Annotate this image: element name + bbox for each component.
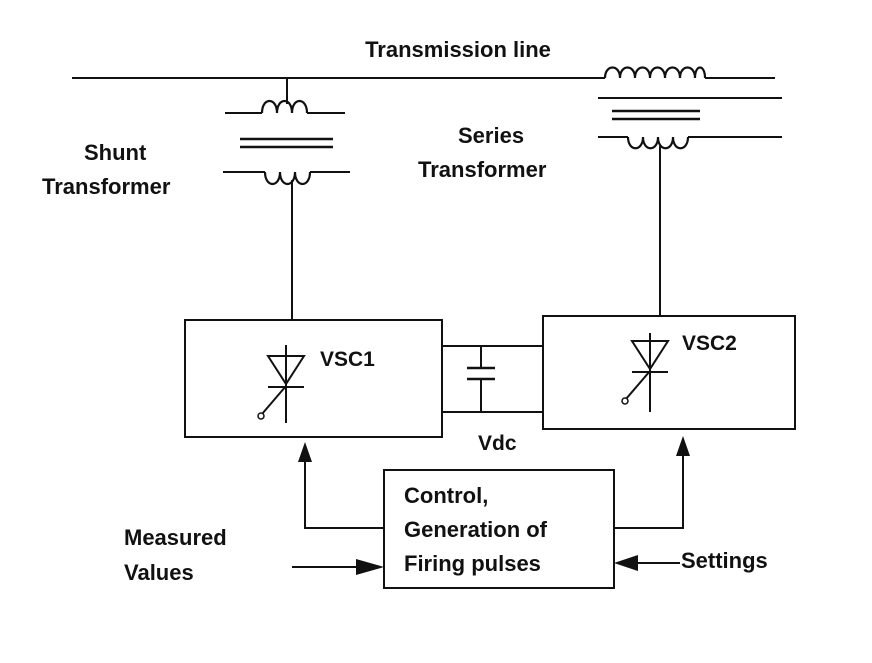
vsc2-block: [542, 315, 796, 430]
shunt-transformer-label-line1: Shunt: [84, 140, 147, 165]
measured-values-arrow: [292, 559, 384, 575]
vsc1-thyristor-icon: [257, 345, 306, 423]
vsc2-thyristor-icon: [621, 333, 670, 412]
measured-values-label-line2: Values: [124, 560, 194, 585]
dc-link-capacitor-icon: [442, 345, 543, 413]
transmission-line-title: Transmission line: [365, 37, 551, 62]
control-to-vsc2-arrow: [614, 436, 690, 529]
vdc-label: Vdc: [478, 432, 517, 455]
control-block: [383, 469, 615, 589]
series-transformer-label-line2: Transformer: [418, 157, 547, 182]
control-to-vsc1-arrow: [298, 442, 384, 529]
series-transformer-icon: [598, 66, 782, 316]
vsc1-block: [184, 319, 443, 438]
control-block-line2: Generation of: [404, 517, 548, 542]
vsc1-label: VSC1: [320, 348, 375, 371]
control-block-line1: Control,: [404, 483, 488, 508]
settings-arrow: [614, 555, 680, 571]
control-block-line3: Firing pulses: [404, 551, 541, 576]
vsc2-label: VSC2: [682, 332, 737, 355]
shunt-transformer-icon: [223, 78, 350, 320]
shunt-transformer-label-line2: Transformer: [42, 174, 171, 199]
settings-label: Settings: [681, 548, 768, 573]
series-transformer-label-line1: Series: [458, 123, 524, 148]
measured-values-label-line1: Measured: [124, 525, 227, 550]
